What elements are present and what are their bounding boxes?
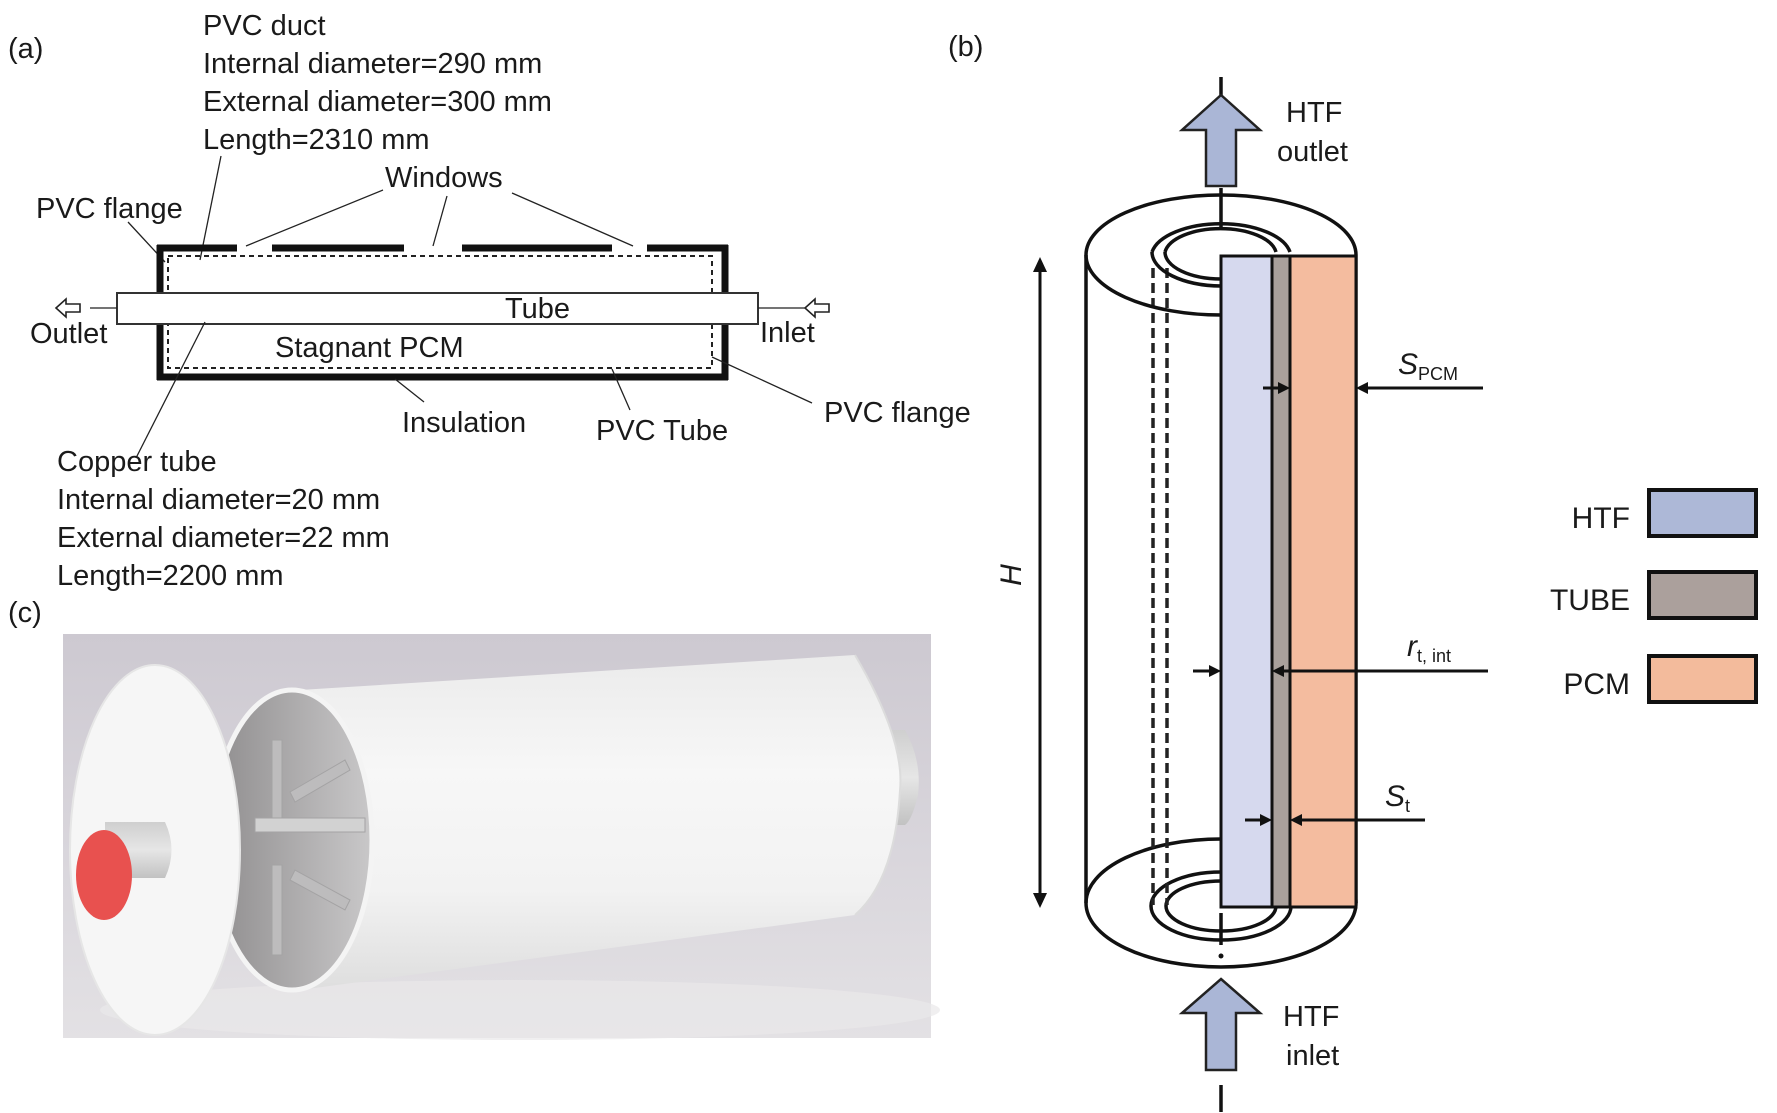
legend-swatch-pcm: [1647, 654, 1758, 704]
outlet-label: Outlet: [30, 318, 107, 350]
copper-tube-leader: [135, 321, 206, 459]
r-int-sub: t, int: [1417, 646, 1451, 666]
htf-inlet-arrow-icon: [1178, 977, 1264, 1072]
inner-top-ring-inner-front: [1163, 251, 1222, 281]
tube-end-red: [76, 830, 132, 920]
htf-inlet-label-line2: inlet: [1286, 1040, 1339, 1072]
r-int-left-arrow-icon: [1209, 665, 1221, 677]
legend-item-pcm: PCM: [1563, 654, 1758, 704]
copper-tube-specs: Copper tube Internal diameter=20 mm Exte…: [57, 446, 390, 592]
panel-a-schematic: PVC duct Internal diameter=290 mm Extern…: [30, 10, 971, 592]
windows-leader-1: [245, 189, 384, 247]
pcm-region: [1288, 254, 1358, 909]
s-pcm-label: SPCM: [1398, 348, 1458, 384]
outlet-arrow-icon: [54, 297, 81, 319]
panel-label-a: (a): [8, 33, 43, 65]
height-label: H: [995, 564, 1028, 586]
htf-outlet-label-line1: HTF: [1286, 97, 1342, 129]
panel-label-c: (c): [8, 597, 42, 629]
windows-leader-2: [432, 195, 448, 247]
height-arrow-bottom-icon: [1033, 893, 1047, 908]
legend-label-pcm: PCM: [1563, 668, 1630, 701]
tube-label: Tube: [505, 293, 570, 325]
s-t-main: S: [1385, 780, 1405, 813]
pvc-duct-length: Length=2310 mm: [203, 124, 430, 156]
copper-tube-title: Copper tube: [57, 446, 217, 478]
panel-label-b: (b): [948, 31, 983, 63]
copper-tube-internal-diameter: Internal diameter=20 mm: [57, 484, 380, 516]
insulation-label: Insulation: [402, 407, 526, 439]
windows-leader-3: [511, 192, 634, 247]
axis-dot: [1218, 953, 1224, 959]
htf-region: [1219, 254, 1274, 909]
legend-swatch-tube: [1647, 570, 1758, 620]
inlet-arrow-icon: [803, 297, 830, 319]
height-arrow-top-icon: [1033, 257, 1047, 272]
s-t-sub: t: [1405, 796, 1410, 816]
panel-c-render: [63, 634, 940, 1040]
pvc-duct-specs: PVC duct Internal diameter=290 mm Extern…: [203, 10, 552, 156]
pvc-flange-right-label: PVC flange: [824, 397, 971, 429]
legend-swatch-htf: [1647, 488, 1758, 538]
legend: HTF TUBE PCM: [1550, 488, 1758, 704]
inner-top-ring-outer-front: [1150, 251, 1222, 288]
htf-outlet-label-line2: outlet: [1277, 136, 1348, 168]
pvc-duct-external-diameter: External diameter=300 mm: [203, 86, 552, 118]
windows-label: Windows: [385, 162, 503, 194]
stagnant-pcm-label: Stagnant PCM: [275, 332, 464, 364]
inner-top-ring-outer-back: [1150, 222, 1292, 253]
pvc-tube-leader: [611, 368, 631, 411]
r-int-label: rt, int: [1407, 630, 1451, 666]
htf-outlet-arrow-icon: [1178, 93, 1264, 188]
htf-inlet-label-line1: HTF: [1283, 1001, 1339, 1033]
legend-label-tube: TUBE: [1550, 584, 1630, 617]
copper-tube-external-diameter: External diameter=22 mm: [57, 522, 390, 554]
s-t-right-arrow-icon: [1290, 814, 1302, 826]
s-t-label: St: [1385, 780, 1410, 816]
pvc-duct-title: PVC duct: [203, 10, 326, 42]
tube-wall-region: [1270, 254, 1292, 909]
radial-fins: [254, 739, 366, 956]
outer-top-ellipse-back: [1084, 193, 1358, 256]
legend-item-tube: TUBE: [1550, 570, 1758, 620]
s-pcm-left-arrow-icon: [1278, 382, 1290, 394]
pvc-duct-internal-diameter: Internal diameter=290 mm: [203, 48, 542, 80]
r-int-right-arrow-icon: [1272, 665, 1284, 677]
pvc-duct-leader: [199, 155, 222, 261]
r-int-main: r: [1407, 630, 1418, 663]
s-pcm-sub: PCM: [1418, 364, 1458, 384]
inner-top-ring-inner-back: [1163, 226, 1278, 253]
outer-top-ellipse-front: [1084, 254, 1222, 317]
s-pcm-right-arrow-icon: [1356, 382, 1368, 394]
s-pcm-main: S: [1398, 348, 1418, 381]
inlet-label: Inlet: [760, 317, 815, 349]
legend-item-htf: HTF: [1572, 488, 1758, 538]
copper-tube: [116, 292, 759, 325]
pvc-tube-label: PVC Tube: [596, 415, 728, 447]
insulation-leader: [394, 378, 425, 403]
s-t-left-arrow-icon: [1260, 814, 1272, 826]
insulation-walls: [156, 244, 729, 381]
copper-tube-length: Length=2200 mm: [57, 560, 284, 592]
pvc-flange-left-label: PVC flange: [36, 193, 183, 225]
legend-label-htf: HTF: [1572, 502, 1630, 535]
panel-b-diagram: HTF outlet HTF inlet H: [995, 77, 1758, 1112]
shell-open-end: [212, 690, 372, 990]
pvc-shell: [300, 655, 901, 990]
pvc-flange-right-leader: [711, 356, 813, 404]
